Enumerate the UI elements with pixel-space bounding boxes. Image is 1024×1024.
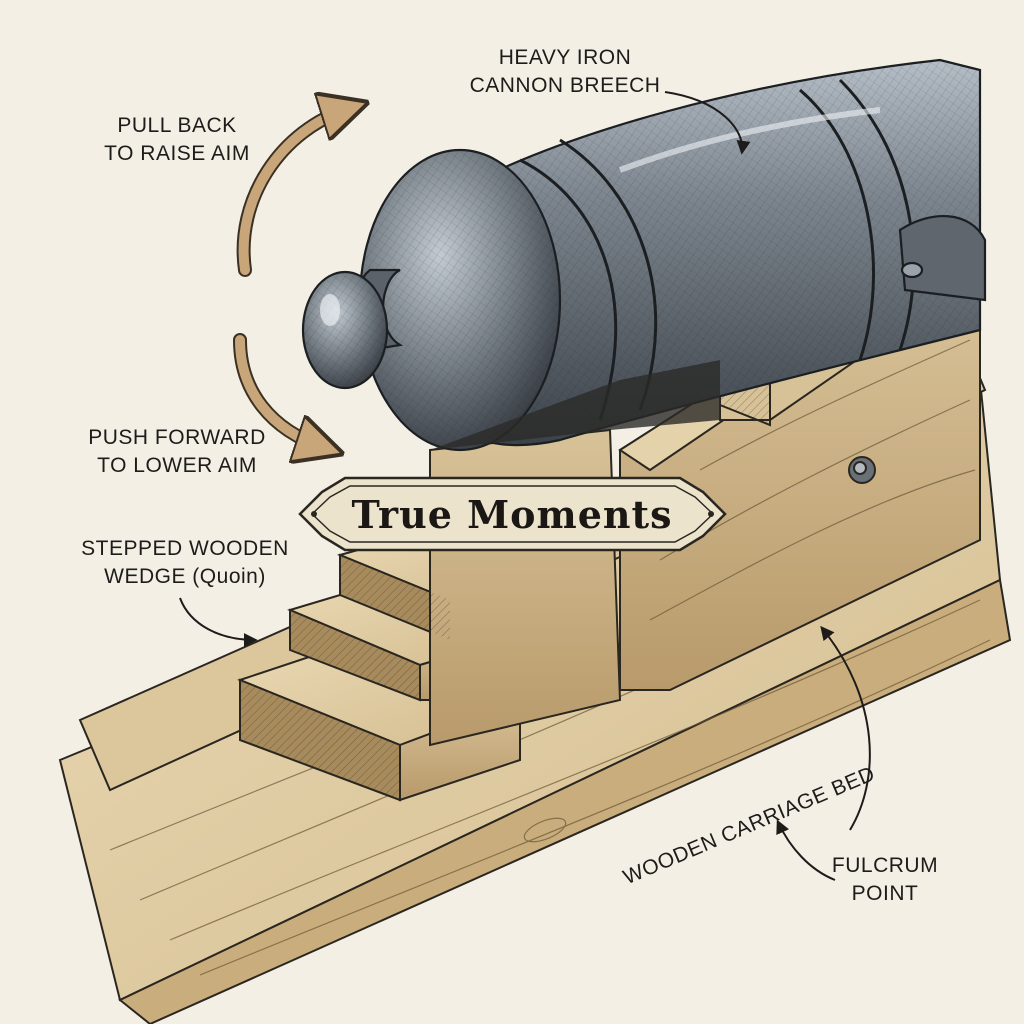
label-pointers xyxy=(179,91,871,881)
label-push-forward-line2: TO LOWER AIM xyxy=(97,454,257,477)
label-pull-back-line2: TO RAISE AIM xyxy=(104,142,250,165)
fulcrum-pointer xyxy=(820,625,871,831)
label-fulcrum-line1: FULCRUM xyxy=(831,854,939,877)
aim-motion-arrows xyxy=(233,108,350,448)
label-stepped-wedge: STEPPED WOODEN WEDGE (Quoin) xyxy=(70,535,300,591)
label-push-forward-line1: PUSH FORWARD xyxy=(88,426,266,449)
title-banner xyxy=(298,476,727,552)
banner-title: True Moments xyxy=(351,491,673,537)
label-pull-back: PULL BACK TO RAISE AIM xyxy=(92,112,262,168)
breech-pointer xyxy=(664,91,751,155)
cannon-breech xyxy=(301,58,987,452)
label-breech-line2: CANNON BREECH xyxy=(469,74,661,97)
label-fulcrum: FULCRUM POINT xyxy=(815,852,955,908)
label-stepped-wedge-line1: STEPPED WOODEN xyxy=(81,537,289,560)
label-stepped-wedge-line2: WEDGE (Quoin) xyxy=(104,565,266,588)
wedge-pointer xyxy=(179,597,258,647)
label-breech-line1: HEAVY IRON xyxy=(498,46,632,69)
label-fulcrum-line2: POINT xyxy=(851,882,919,905)
label-pull-back-line1: PULL BACK xyxy=(117,114,237,137)
bed-pointer xyxy=(776,819,836,881)
label-push-forward: PUSH FORWARD TO LOWER AIM xyxy=(72,424,282,480)
label-breech: HEAVY IRON CANNON BREECH xyxy=(460,44,670,100)
